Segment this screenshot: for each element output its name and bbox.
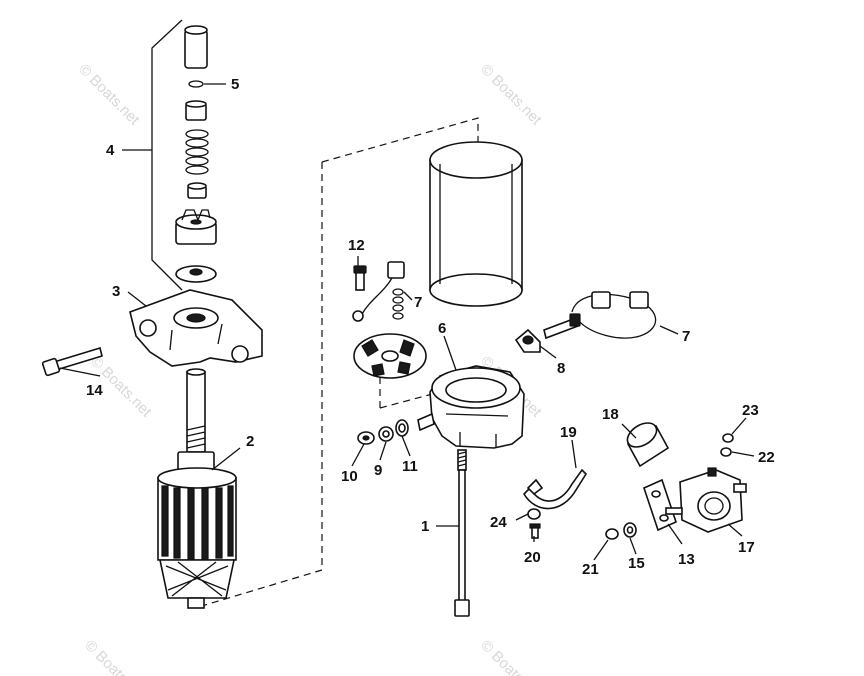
nut-10 [357, 431, 375, 445]
washer-22 [720, 447, 732, 457]
pinion-gear [175, 209, 217, 245]
callout-17: 17 [738, 539, 755, 556]
drive-cap [184, 25, 208, 69]
callout-11: 11 [402, 458, 418, 475]
watermark-6: © Boats.net [477, 637, 545, 676]
callout-13: 13 [678, 551, 695, 568]
callout-5: 5 [231, 76, 239, 93]
drive-spring [185, 129, 209, 175]
callout-2: 2 [246, 433, 254, 450]
nut-21 [605, 528, 619, 540]
callout-23: 23 [742, 402, 759, 419]
gasket-13 [643, 478, 677, 532]
callout-1: 1 [421, 518, 429, 535]
screw-20 [529, 523, 541, 539]
thru-bolt-14 [41, 346, 103, 377]
watermark-1: © Boats.net [75, 61, 143, 129]
drive-end-cap [129, 289, 263, 367]
brush-screw-12 [353, 265, 367, 291]
callout-12: 12 [348, 237, 365, 254]
callout-24: 24 [490, 514, 507, 531]
callout-10: 10 [341, 468, 358, 485]
callout-14: 14 [86, 382, 103, 399]
callout-4: 4 [106, 142, 115, 159]
brush-7-left [352, 261, 405, 322]
thru-bolt-1 [454, 449, 470, 617]
callout-22: 22 [758, 449, 775, 466]
callout-19: 19 [560, 424, 577, 441]
callout-20: 20 [524, 549, 541, 566]
callout-6: 6 [438, 320, 446, 337]
watermark-2: © Boats.net [477, 61, 545, 129]
commutator-end-cap [417, 365, 525, 449]
callout-18: 18 [602, 406, 619, 423]
terminal-insulator-8 [514, 328, 541, 353]
frame-housing [429, 141, 523, 307]
nut-23 [722, 433, 734, 443]
thrust-washer [175, 265, 217, 283]
solenoid-17 [665, 467, 747, 533]
callout-15: 15 [628, 555, 645, 572]
nut-24 [527, 508, 541, 520]
washers-10-9-11 [357, 419, 409, 445]
callout-7-right: 7 [682, 328, 690, 345]
leader-lines [59, 83, 755, 561]
callout-labels: 5 4 3 14 2 12 7 6 7 8 10 9 11 1 19 24 20… [86, 76, 775, 578]
bracket-4 [151, 19, 183, 291]
boot-18 [626, 422, 670, 468]
spring-cup [187, 182, 207, 199]
callout-8: 8 [557, 360, 565, 377]
armature [157, 368, 237, 609]
watermark-5: © Boats.net [81, 637, 149, 676]
clamp-19 [522, 468, 588, 510]
washer-15 [623, 522, 637, 538]
callout-21: 21 [582, 561, 599, 578]
stop-collar [185, 100, 207, 121]
callout-7-left: 7 [414, 294, 422, 311]
brush-holder-plate [353, 333, 427, 379]
washer-11 [395, 419, 409, 437]
retaining-ring [188, 80, 204, 88]
callout-9: 9 [374, 462, 382, 479]
callout-3: 3 [112, 283, 120, 300]
lockwasher-9 [378, 426, 394, 442]
drive-assembly [175, 25, 217, 283]
brush-lead-7-right [543, 291, 657, 340]
